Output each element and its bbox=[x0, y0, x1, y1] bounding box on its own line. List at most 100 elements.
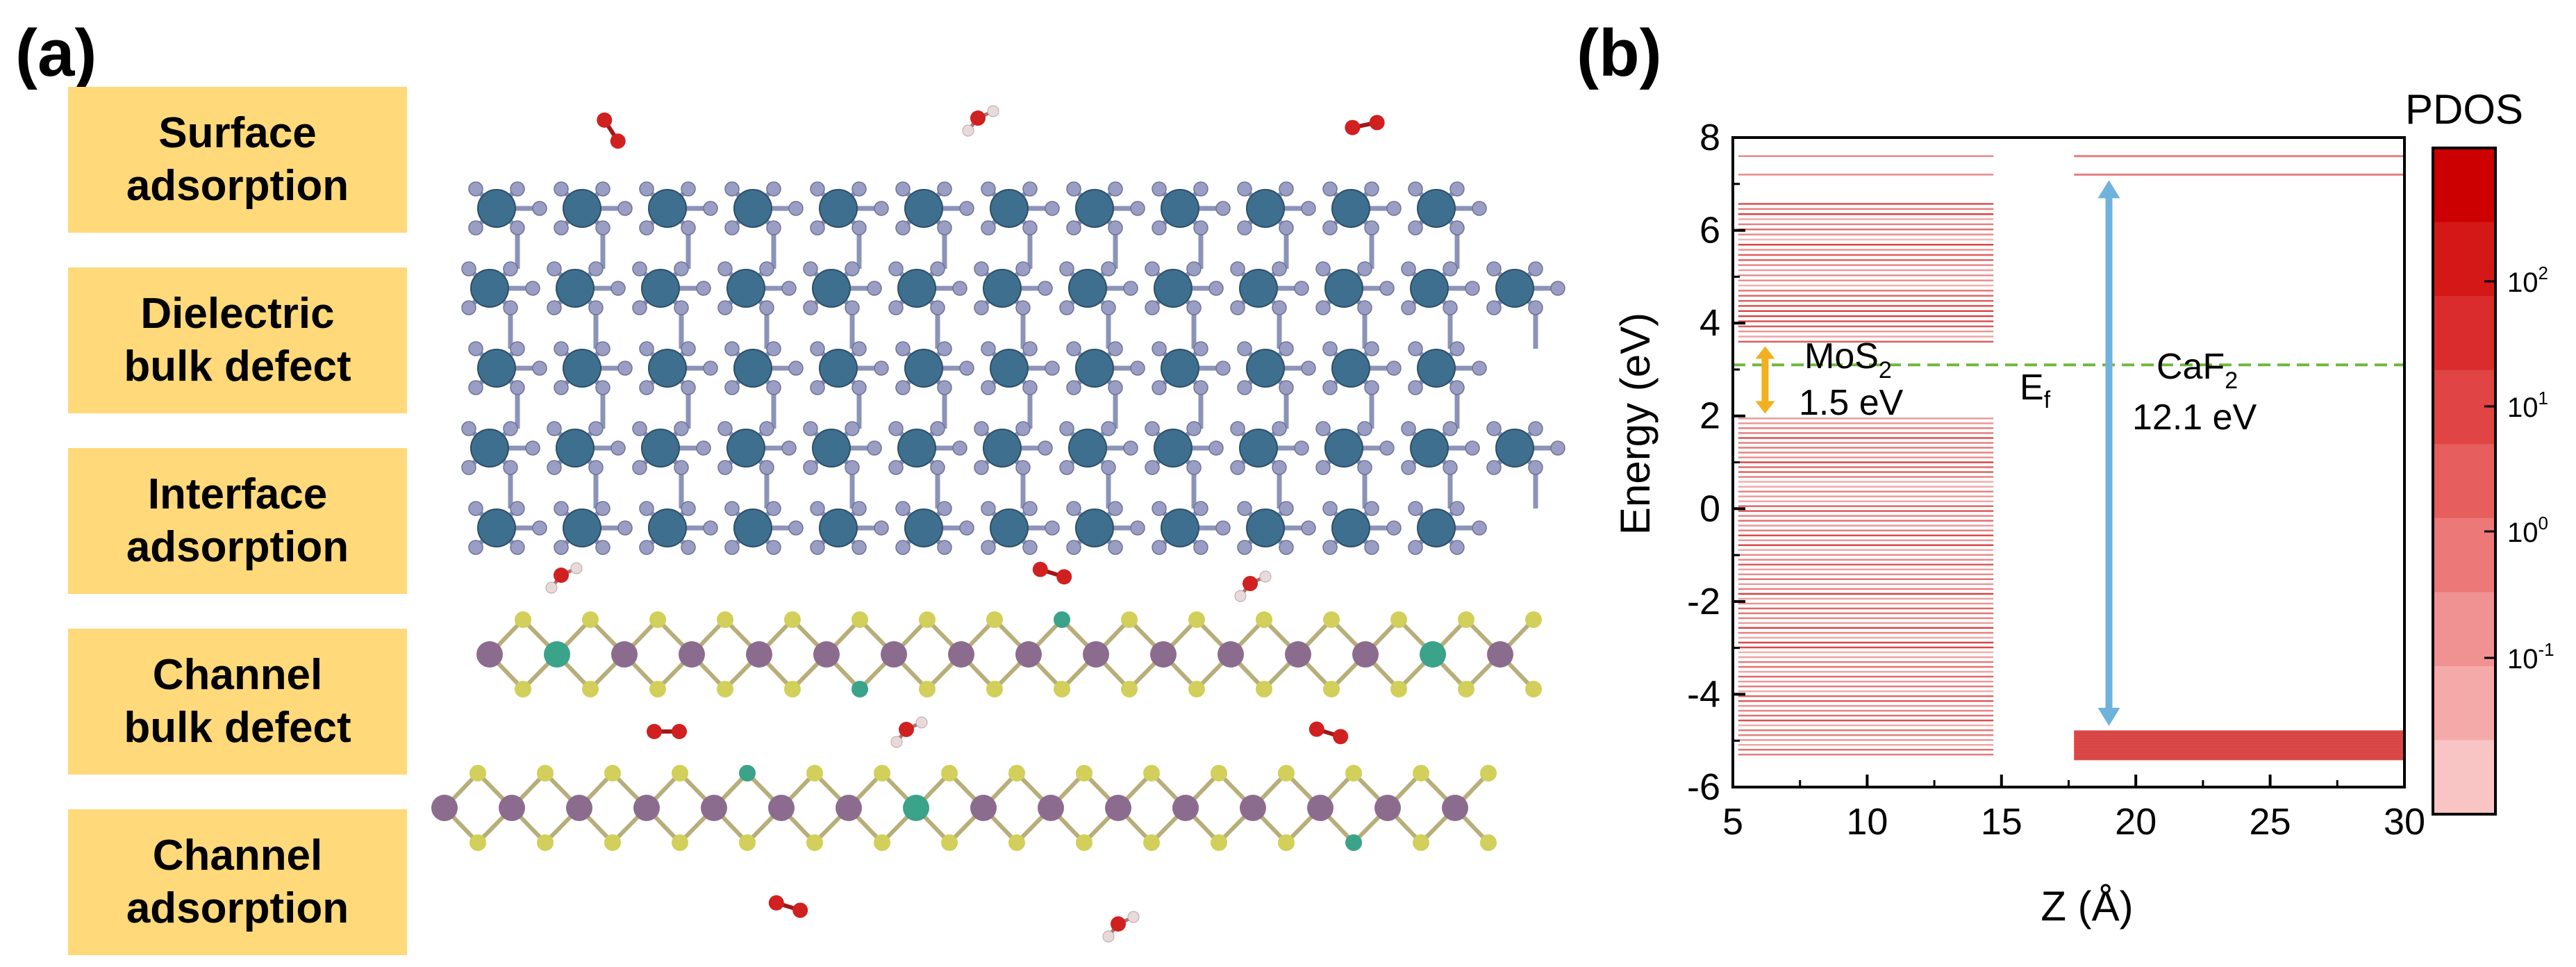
mo-atom bbox=[1015, 641, 1042, 668]
s-atom bbox=[1480, 834, 1497, 851]
mo-atom bbox=[1487, 641, 1513, 668]
f-atom bbox=[766, 220, 781, 235]
s-atom bbox=[941, 834, 958, 851]
s-atom bbox=[649, 611, 666, 628]
arrow-head bbox=[2097, 180, 2120, 199]
s-atom bbox=[582, 611, 599, 628]
f-atom bbox=[1279, 540, 1294, 555]
f-atom bbox=[974, 261, 989, 276]
colorbar-segment bbox=[2433, 296, 2495, 371]
f-atom bbox=[1152, 341, 1167, 356]
f-atom bbox=[1322, 181, 1338, 197]
f-atom bbox=[1022, 220, 1038, 235]
s-atom bbox=[1525, 681, 1542, 697]
ca-atom bbox=[812, 269, 851, 308]
f-atom bbox=[845, 261, 860, 276]
h-atom bbox=[1102, 930, 1115, 943]
f-atom bbox=[1022, 540, 1038, 555]
o-atom bbox=[1111, 916, 1126, 932]
f-atom bbox=[1108, 380, 1123, 395]
f-atom bbox=[1101, 300, 1116, 315]
f-atom bbox=[503, 261, 518, 276]
f-atom bbox=[468, 380, 483, 395]
f-atom bbox=[724, 380, 740, 395]
f-atom bbox=[1186, 261, 1202, 276]
ca-atom bbox=[726, 269, 765, 308]
f-atom bbox=[632, 261, 647, 276]
f-atom bbox=[810, 540, 825, 555]
f-atom bbox=[1237, 380, 1252, 395]
f-atom bbox=[930, 421, 945, 436]
f-atom bbox=[595, 341, 610, 356]
f-atom bbox=[532, 520, 547, 536]
mo-atom bbox=[768, 795, 795, 821]
f-atom bbox=[468, 341, 483, 356]
y-tick-label: 8 bbox=[1700, 117, 1720, 158]
ca-atom bbox=[641, 429, 680, 468]
mo-atom bbox=[1285, 641, 1311, 668]
s-atom bbox=[1008, 834, 1025, 851]
h-atom bbox=[987, 105, 999, 117]
o-atom bbox=[554, 568, 569, 583]
ca-atom bbox=[1154, 269, 1193, 308]
f-atom bbox=[1152, 501, 1167, 516]
f-atom bbox=[1486, 261, 1502, 276]
f-atom bbox=[503, 300, 518, 315]
ca-atom bbox=[1239, 269, 1278, 308]
f-atom bbox=[1108, 501, 1123, 516]
s-atom bbox=[604, 834, 621, 851]
f-atom bbox=[1066, 341, 1081, 356]
o-atom bbox=[1369, 115, 1385, 131]
f-atom bbox=[547, 300, 562, 315]
mo-atom bbox=[1218, 641, 1244, 668]
s-atom bbox=[604, 765, 621, 782]
f-atom bbox=[1301, 520, 1316, 536]
f-atom bbox=[510, 380, 525, 395]
f-atom bbox=[1449, 540, 1465, 555]
f-atom bbox=[717, 421, 733, 436]
ca-atom bbox=[641, 269, 680, 308]
f-atom bbox=[1301, 361, 1316, 376]
box-line: adsorption bbox=[126, 884, 349, 932]
s-atom bbox=[1390, 611, 1407, 628]
f-atom bbox=[930, 460, 945, 475]
f-atom bbox=[1279, 341, 1294, 356]
arrow-head bbox=[1755, 401, 1775, 414]
f-atom bbox=[788, 201, 804, 216]
f-atom bbox=[632, 300, 647, 315]
f-atom bbox=[681, 380, 696, 395]
f-atom bbox=[1045, 361, 1060, 376]
f-atom bbox=[959, 520, 974, 536]
ca-atom bbox=[477, 509, 516, 547]
mo-atom bbox=[1442, 795, 1468, 821]
mos2-label: MoS2 bbox=[1804, 336, 1892, 383]
f-atom bbox=[810, 501, 825, 516]
s-atom bbox=[1458, 681, 1474, 697]
f-atom bbox=[1550, 281, 1565, 296]
s-atom bbox=[784, 611, 801, 628]
f-atom bbox=[803, 460, 818, 475]
s-atom bbox=[851, 681, 868, 697]
mo-atom bbox=[746, 641, 772, 668]
mo-atom bbox=[1105, 795, 1131, 821]
f-atom bbox=[1130, 361, 1145, 376]
y-tick-label: 0 bbox=[1700, 488, 1720, 529]
colorbar-segment bbox=[2433, 444, 2495, 519]
f-atom bbox=[895, 341, 911, 356]
mos2-gap-value: 1.5 eV bbox=[1799, 383, 1904, 423]
f-atom bbox=[1208, 440, 1224, 456]
x-tick-label: 10 bbox=[1846, 801, 1888, 843]
f-atom bbox=[1357, 421, 1372, 436]
f-atom bbox=[1279, 181, 1294, 197]
ca-atom bbox=[1068, 269, 1107, 308]
f-atom bbox=[1401, 300, 1416, 315]
ca-atom bbox=[1161, 509, 1199, 547]
f-atom bbox=[1215, 201, 1231, 216]
caf2-gap-value: 12.1 eV bbox=[2132, 397, 2257, 438]
ca-atom bbox=[904, 509, 943, 547]
ca-atom bbox=[1331, 349, 1370, 388]
f-atom bbox=[588, 261, 604, 276]
ca-atom bbox=[819, 349, 858, 388]
s-atom bbox=[717, 611, 733, 628]
